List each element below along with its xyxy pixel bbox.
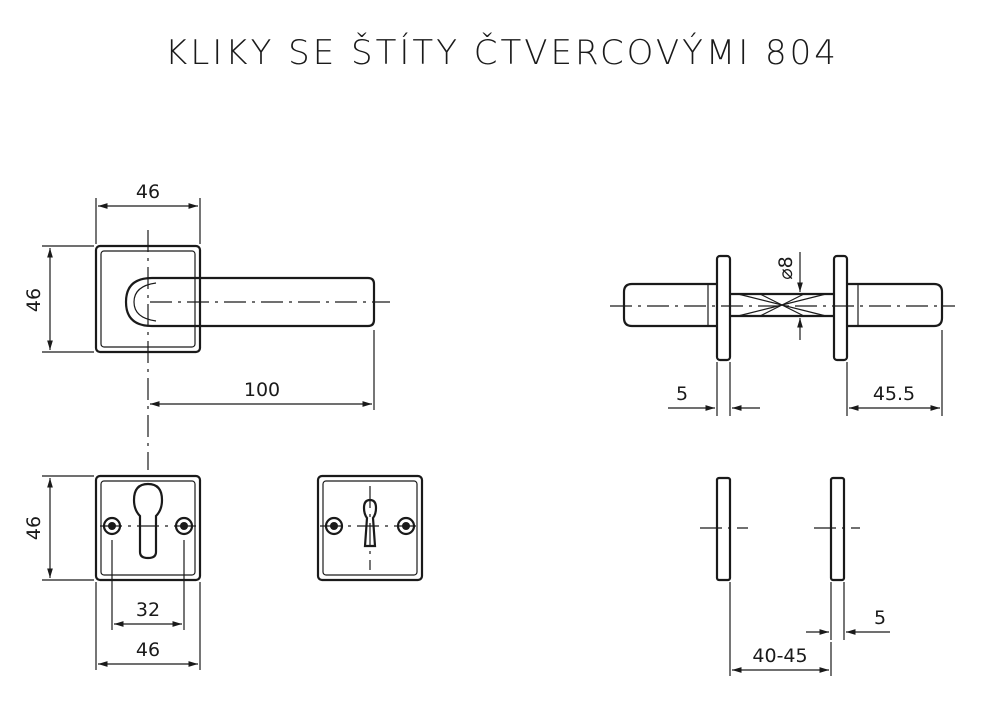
dim-grip-length: 45.5 [846,330,943,416]
svg-text:46: 46 [136,639,160,661]
dim-rose-thickness: 5 [668,362,760,416]
right-plate-side [829,476,846,582]
dim-cylinder-spacing: 32 [111,540,185,630]
square-rose-outline [94,244,202,354]
dim-rose-height-top: 46 [23,245,94,353]
svg-text:100: 100 [244,379,280,401]
svg-text:⌀8: ⌀8 [775,256,797,280]
dim-lever-length: 100 [150,330,375,410]
svg-text:46: 46 [23,288,45,312]
svg-text:46: 46 [136,181,160,203]
cylinder-escutcheon-plate [94,474,202,582]
keyhole-escutcheon-plate [316,474,424,582]
right-grip [848,282,944,328]
right-rose-side [832,254,849,362]
keyhole-cutout [362,498,378,548]
drawing-title: KLIKY SE ŠTÍTY ČTVERCOVÝMI 804 [165,32,839,73]
svg-text:5: 5 [676,383,688,405]
dim-plate-width: 46 [95,582,201,670]
lever-handle-outline [124,276,376,328]
dim-rose-width-top: 46 [95,181,201,244]
profile-cylinder-cutout [132,482,164,560]
svg-text:5: 5 [874,607,886,629]
dim-plate-thickness: 5 [806,582,890,640]
left-rose-side [715,254,732,362]
lever-front-view [94,230,390,470]
svg-text:45.5: 45.5 [873,383,915,405]
svg-text:40-45: 40-45 [752,645,807,667]
dim-plate-height: 46 [23,475,94,581]
dim-door-thickness: 40-45 [729,582,832,676]
plate-side-view [700,476,860,582]
svg-text:46: 46 [23,516,45,540]
svg-text:32: 32 [136,599,160,621]
left-grip [622,282,716,328]
handle-side-view [610,254,955,362]
left-plate-side [715,476,732,582]
dim-spindle-diameter: ⌀8 [775,252,803,340]
